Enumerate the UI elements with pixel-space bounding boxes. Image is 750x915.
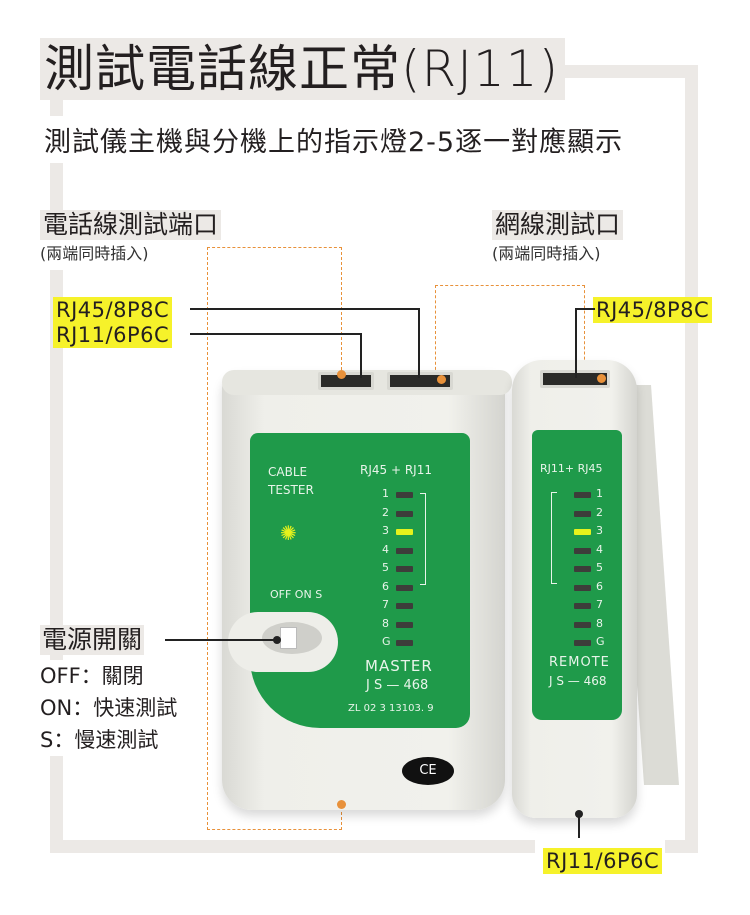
mode-s: S：慢速測試 [40, 728, 159, 752]
master-panel: CABLE TESTER RJ45 + RJ11 ✺ OFF ON S MAST… [250, 433, 470, 728]
leader-line [575, 308, 595, 310]
leader-line [578, 815, 580, 850]
phone-port-note: (兩端同時插入) [40, 244, 149, 263]
brand: CABLE TESTER [268, 463, 314, 499]
marker-dot [337, 800, 346, 809]
remote-model: J S — 468 [549, 674, 607, 688]
pin-led-G [574, 640, 591, 646]
master-header: RJ45 + RJ11 [360, 463, 432, 477]
remote-header: RJ11+ RJ45 [540, 462, 603, 475]
rj11-port-master [318, 372, 374, 390]
pin-led-1 [396, 492, 413, 498]
remote-name: REMOTE [549, 655, 610, 670]
pin-label: 4 [596, 542, 603, 556]
rj45-left-tag: RJ45/8P8C [53, 297, 173, 323]
phone-port-label: 電話線測試端口 (兩端同時插入) [40, 210, 222, 270]
network-port-note: (兩端同時插入) [492, 244, 601, 263]
pin-label: 6 [596, 579, 603, 593]
pin-led-3 [396, 529, 413, 535]
pin-label: G [382, 635, 391, 648]
master-name: MASTER [365, 657, 433, 675]
leader-line [360, 333, 362, 378]
pin-label: 2 [382, 505, 389, 519]
phone-port-heading: 電話線測試端口 [40, 210, 222, 240]
pin-label: 4 [382, 542, 389, 556]
pin-led-7 [396, 603, 413, 609]
rj11-left-tag: RJ11/6P6C [53, 322, 173, 348]
leader-line [575, 308, 577, 378]
network-port-heading: 網線測試口 [492, 210, 624, 240]
pin-led-8 [396, 621, 413, 628]
pin-led-4 [396, 547, 413, 554]
switch-labels: OFF ON S [270, 588, 323, 601]
pin-label: 8 [382, 616, 389, 630]
bracket [420, 493, 426, 585]
pin-led-8 [574, 621, 591, 628]
master-model: J S — 468 [366, 678, 429, 693]
network-port-label: 網線測試口 (兩端同時插入) [492, 210, 624, 264]
rj11-bottom-tag: RJ11/6P6C [543, 848, 663, 874]
pin-label: 8 [596, 616, 603, 630]
pin-label: 2 [596, 505, 603, 519]
pin-label: 1 [596, 487, 603, 500]
ce-mark: CE [402, 757, 454, 785]
pin-led-1 [574, 492, 591, 498]
power-light-icon: ✺ [280, 521, 297, 545]
leader-line [190, 333, 362, 335]
brand-line2: TESTER [268, 483, 314, 497]
page-title: 測試電話線正常(RJ11) [40, 38, 566, 100]
marker-dot [597, 374, 606, 383]
mode-off: OFF：關閉 [40, 664, 144, 688]
leader-line [190, 308, 420, 310]
pin-label: 7 [596, 598, 603, 611]
pin-led-4 [574, 547, 591, 554]
leader-line [418, 308, 420, 378]
pin-led-5 [574, 566, 591, 572]
marker-dot [273, 636, 281, 644]
subtitle: 測試儀主機與分機上的指示燈2-5逐一對應顯示 [44, 116, 632, 163]
pin-label: 5 [382, 561, 389, 574]
pin-led-3 [574, 529, 591, 535]
leader-line [165, 639, 277, 641]
pin-led-2 [396, 510, 413, 517]
pin-label: 3 [596, 524, 603, 537]
remote-panel: RJ11+ RJ45 REMOTE J S — 468 [532, 430, 622, 720]
rj45-right-tag: RJ45/8P8C [593, 297, 713, 323]
pin-label: G [596, 635, 605, 648]
rj45-dashed-guide [435, 285, 585, 375]
brand-line1: CABLE [268, 465, 308, 479]
pin-label: 6 [382, 579, 389, 593]
pin-led-6 [574, 584, 591, 591]
pin-label: 7 [382, 598, 389, 611]
rj45-port-master [387, 372, 453, 390]
power-modes: OFF：關閉 ON：快速測試 S：慢速測試 [40, 660, 184, 756]
pin-led-G [396, 640, 413, 646]
pin-led-6 [396, 584, 413, 591]
marker-dot [437, 375, 446, 384]
serial-number: ZL 02 3 13103. 9 [348, 703, 434, 714]
pin-led-5 [396, 566, 413, 572]
pin-label: 5 [596, 561, 603, 574]
pin-label: 3 [382, 524, 389, 537]
bracket [551, 492, 557, 584]
mode-on: ON：快速測試 [40, 696, 178, 720]
power-switch[interactable] [280, 627, 297, 649]
pin-led-7 [574, 603, 591, 609]
power-switch-heading: 電源開關 [40, 625, 145, 655]
marker-dot [337, 370, 346, 379]
pin-led-2 [574, 510, 591, 517]
marker-dot [575, 810, 583, 818]
pin-label: 1 [382, 487, 389, 500]
